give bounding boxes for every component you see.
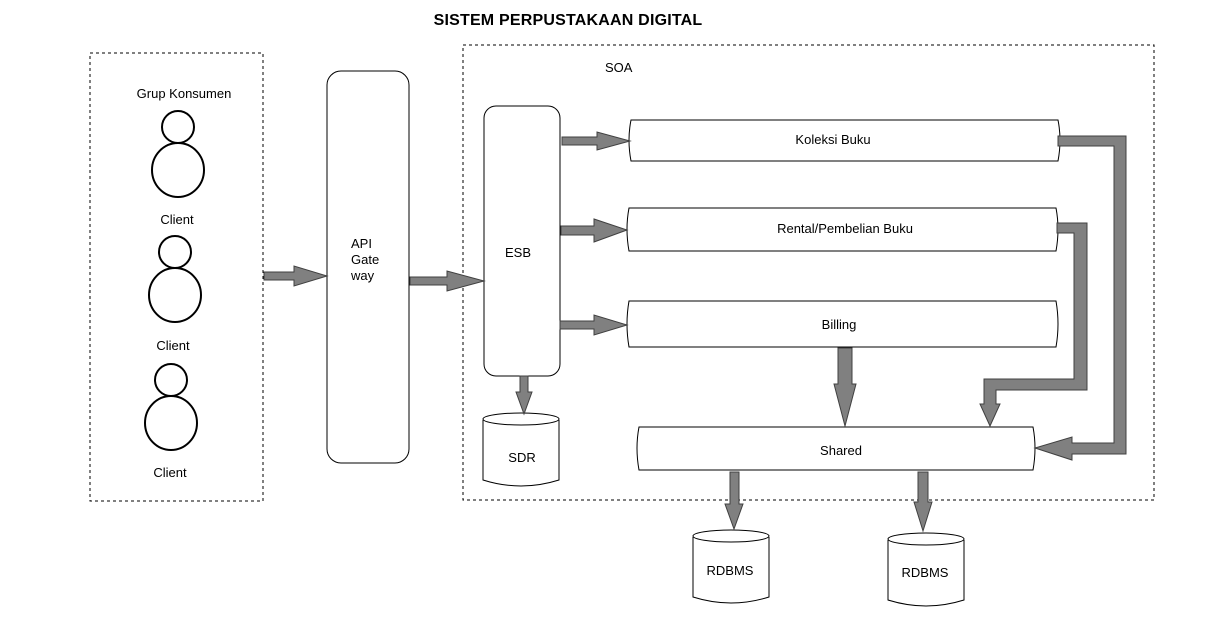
api-gateway-line-2: Gate	[351, 252, 380, 267]
arrow-koleksi-to-shared	[1033, 135, 1127, 461]
arrow-consumers-to-api	[263, 265, 329, 287]
arrow-esb-to-billing	[559, 314, 629, 336]
rental-pembelian-label: Rental/Pembelian Buku	[777, 221, 913, 236]
soa-label: SOA	[605, 60, 633, 75]
koleksi-buku-service	[628, 119, 1061, 162]
rental-pembelian-service	[626, 207, 1059, 252]
rdbms-label-1: RDBMS	[706, 563, 754, 578]
arrow-shared-to-rdbms-2	[913, 471, 933, 533]
arrow-esb-to-rental	[560, 218, 629, 243]
api-gateway-box	[326, 70, 410, 464]
rdbms-database-2	[887, 532, 965, 607]
arrow-api-to-esb	[409, 270, 486, 292]
shared-service	[636, 426, 1036, 471]
billing-label: Billing	[821, 317, 857, 332]
rdbms-label-2: RDBMS	[901, 565, 949, 580]
client-figure-3	[144, 363, 198, 451]
consumer-group-label: Grup Konsumen	[136, 86, 232, 101]
sdr-database	[482, 412, 560, 487]
arrow-esb-to-koleksi	[561, 131, 632, 151]
api-gateway-label: API Gate way	[351, 236, 379, 284]
sdr-label: SDR	[508, 450, 536, 465]
client-figure-1	[151, 110, 205, 198]
soa-boundary-box	[462, 44, 1155, 501]
esb-label: ESB	[504, 245, 532, 260]
rdbms-database-1	[692, 529, 770, 604]
arrow-shared-to-rdbms-1	[724, 471, 744, 531]
billing-service	[626, 300, 1059, 348]
diagram-title: SISTEM PERPUSTAKAAN DIGITAL	[433, 12, 703, 29]
api-gateway-line-1: API	[351, 236, 372, 251]
koleksi-buku-label: Koleksi Buku	[795, 132, 871, 147]
client-label-3: Client	[153, 465, 187, 480]
consumer-group-box	[89, 52, 264, 502]
arrow-esb-to-sdr	[515, 375, 533, 416]
arrow-billing-to-shared	[833, 347, 857, 428]
esb-box	[483, 105, 561, 377]
client-label-2: Client	[156, 338, 190, 353]
api-gateway-line-3: way	[351, 268, 375, 283]
arrow-rental-to-shared	[979, 222, 1088, 428]
client-label-1: Client	[160, 212, 194, 227]
shared-label: Shared	[820, 443, 862, 458]
client-figure-2	[148, 235, 202, 323]
